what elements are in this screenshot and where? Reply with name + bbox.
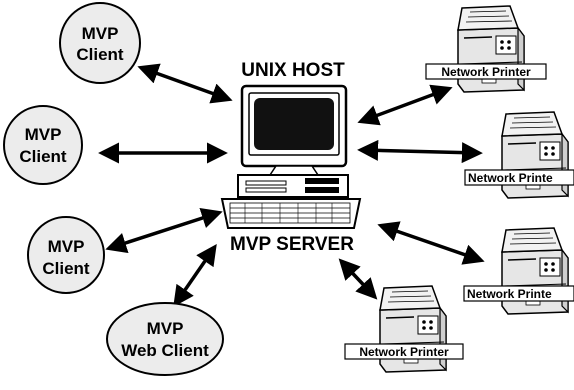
arrow-client3-server bbox=[105, 207, 223, 254]
web-client-title: MVP bbox=[147, 319, 184, 338]
network-printer-1: Network Printer bbox=[425, 5, 547, 93]
mvp-client-node-3: MVP Client bbox=[27, 216, 105, 294]
web-client-subtitle: Web Client bbox=[121, 341, 209, 360]
client-3-subtitle: Client bbox=[42, 259, 90, 278]
connection-arrows bbox=[98, 63, 485, 308]
host-title: UNIX HOST bbox=[241, 60, 345, 81]
client-1-title: MVP bbox=[82, 24, 119, 43]
client-2-subtitle: Client bbox=[19, 147, 67, 166]
arrow-webclient-server bbox=[173, 243, 217, 308]
network-printer-2: Network Printe bbox=[464, 111, 574, 199]
client-3-title: MVP bbox=[48, 237, 85, 256]
printer-2-label: Network Printe bbox=[468, 171, 553, 185]
computer-icon bbox=[220, 84, 362, 229]
unix-host: UNIX HOST MVP SE bbox=[220, 60, 362, 255]
mvp-client-node-1: MVP Client bbox=[59, 2, 141, 84]
arrow-server-printer4 bbox=[338, 258, 378, 300]
server-label: MVP SERVER bbox=[230, 234, 354, 255]
network-printer-3: Network Printe bbox=[463, 227, 574, 315]
printer-3-label: Network Printe bbox=[467, 287, 552, 301]
mvp-client-node-2: MVP Client bbox=[3, 105, 83, 185]
network-printer-4: Network Printer bbox=[344, 285, 464, 373]
printer-4-label: Network Printer bbox=[359, 345, 449, 359]
client-1-subtitle: Client bbox=[76, 45, 124, 64]
printer-1-label: Network Printer bbox=[441, 65, 531, 79]
arrow-host-printer1 bbox=[357, 84, 453, 126]
arrow-host-printer2 bbox=[357, 139, 483, 164]
arrow-client1-host bbox=[137, 63, 233, 104]
arrow-server-printer3 bbox=[377, 221, 485, 265]
client-2-title: MVP bbox=[25, 125, 62, 144]
mvp-web-client-node: MVP Web Client bbox=[106, 302, 224, 376]
